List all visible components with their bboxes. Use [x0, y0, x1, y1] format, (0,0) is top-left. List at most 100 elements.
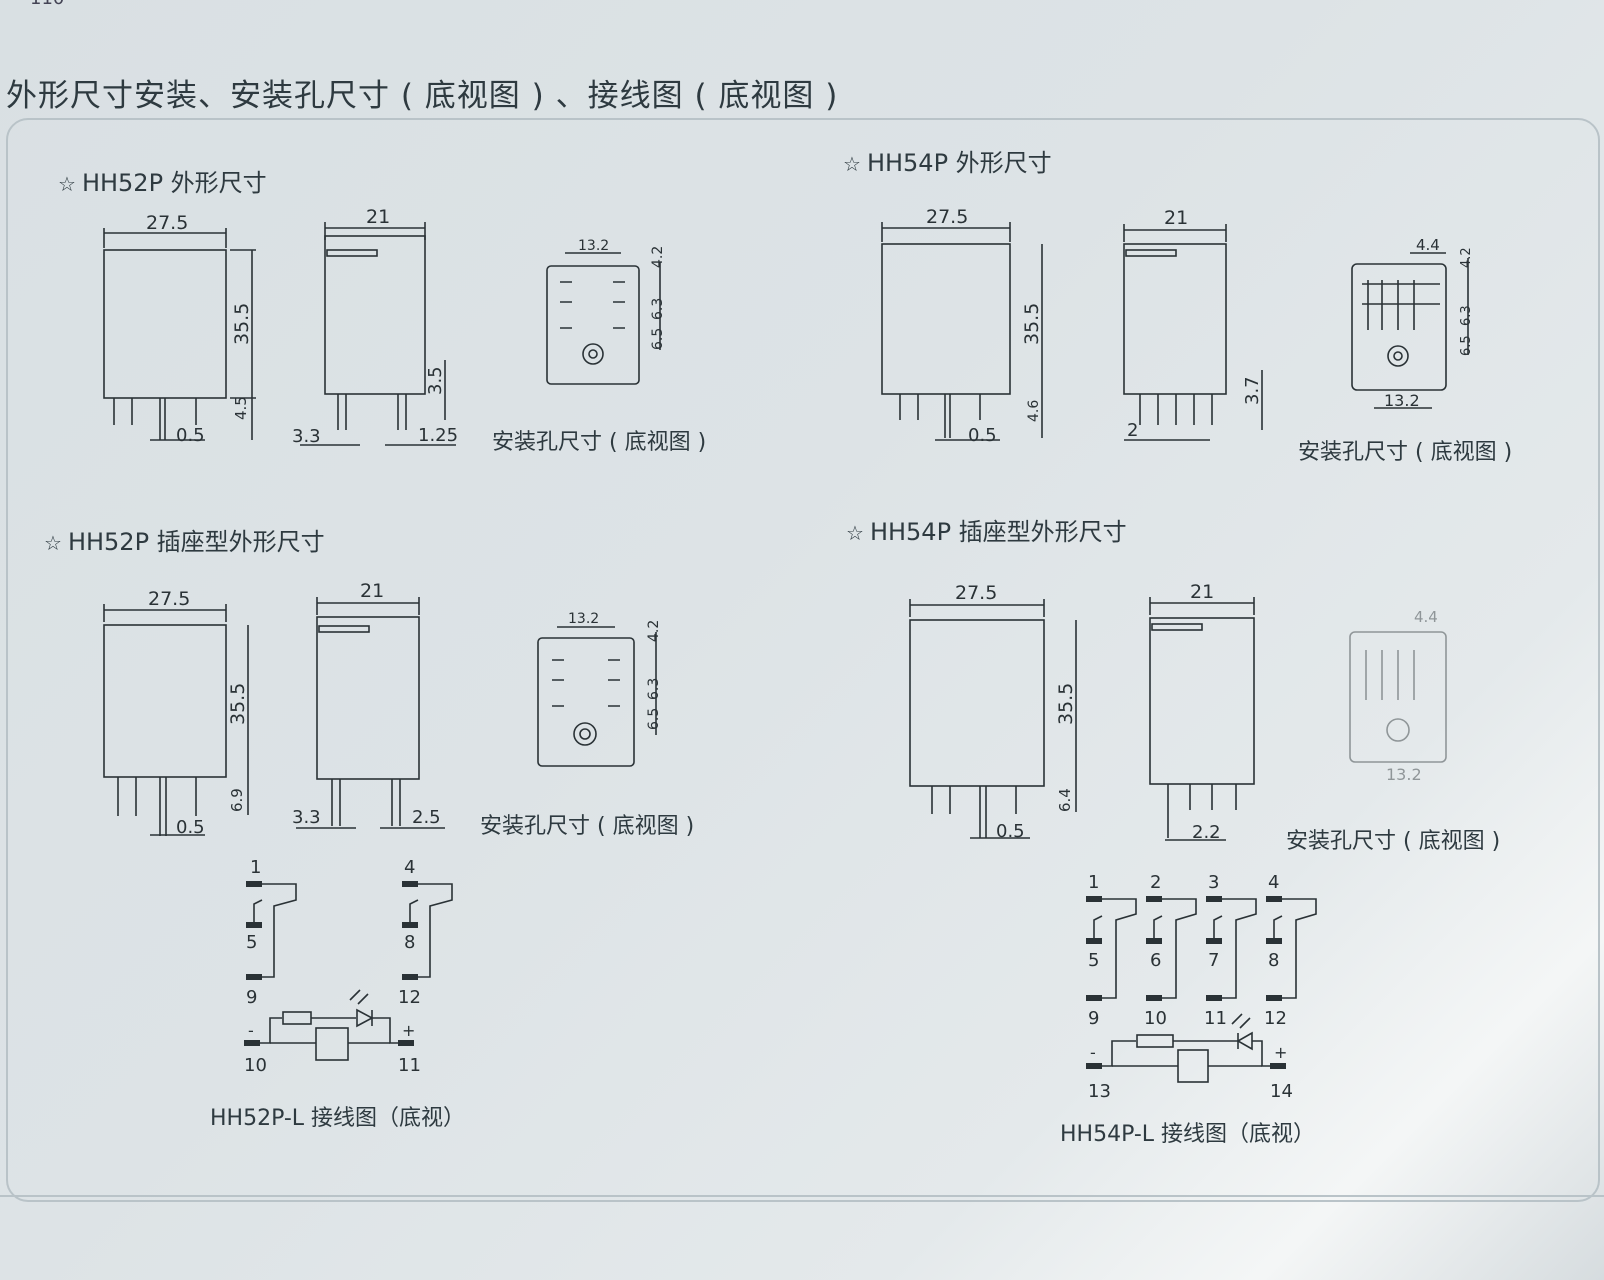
pin-label: 1	[1088, 872, 1099, 893]
hh54p-mount-view: 4.4 4.2 6.3 6.5 13.2	[1351, 236, 1474, 410]
dim-label: 2	[1127, 420, 1138, 441]
pin-label: 14	[1270, 1081, 1293, 1102]
dim-label: 4.2	[650, 246, 666, 268]
pin-label: 11	[398, 1055, 421, 1076]
section-title-hh52p-socket: HH52P 插座型外形尺寸	[67, 528, 325, 556]
dim-label: 0.5	[176, 425, 205, 446]
pin-label: 4	[1268, 872, 1279, 893]
hh52p-side-view: 21 3.5 3.3 1.25	[292, 206, 458, 447]
dim-label: 13.2	[1384, 391, 1420, 410]
dim-label: 35.5	[227, 683, 249, 725]
section-hh54p-socket: ☆HH54P 插座型外形尺寸	[846, 512, 1127, 547]
dim-label: 21	[360, 580, 384, 602]
star-icon: ☆	[846, 521, 864, 545]
hh52p-socket-side-view: 21 3.3 2.5	[292, 580, 445, 829]
drawing-panel	[6, 118, 1600, 1202]
dim-label: 13.2	[568, 611, 599, 627]
polarity-label: -	[248, 1021, 254, 1040]
bottom-rule	[0, 1195, 1604, 1197]
polarity-label: -	[1090, 1043, 1096, 1062]
mount-caption-hh54p-socket: 安装孔尺寸 ( 底视图 )	[1286, 829, 1501, 854]
mount-caption-hh52p: 安装孔尺寸 ( 底视图 )	[492, 430, 707, 455]
page-title: 外形尺寸安装、安装孔尺寸 ( 底视图 ) 、接线图 ( 底视图 )	[6, 78, 839, 114]
pin-label: 10	[244, 1055, 267, 1076]
mount-caption-hh54p: 安装孔尺寸 ( 底视图 )	[1298, 440, 1513, 465]
star-icon: ☆	[58, 172, 76, 196]
section-hh52p-socket: ☆HH52P 插座型外形尺寸	[44, 522, 325, 557]
dim-label: 6.5	[650, 328, 666, 350]
pin-label: 5	[246, 932, 257, 953]
dim-label: 6.3	[650, 298, 666, 320]
star-icon: ☆	[44, 531, 62, 555]
hh54p-socket-side-view: 21 2.2	[1149, 581, 1255, 843]
hh52p-socket-front-view: 27.5 35.5 6.9 0.5	[103, 588, 249, 838]
dim-label: 3.5	[425, 366, 446, 395]
pin-label: 3	[1208, 872, 1219, 893]
dim-label: 4.2	[646, 620, 662, 642]
dim-label: 6.4	[1056, 788, 1074, 812]
hh54p-front-view: 27.5 35.5 4.6 0.5	[881, 206, 1043, 446]
section-hh54p: ☆HH54P 外形尺寸	[843, 143, 1052, 178]
dim-label: 6.9	[228, 788, 246, 812]
pin-label: 7	[1208, 950, 1219, 971]
pin-label: 8	[404, 932, 415, 953]
dim-label: 35.5	[1055, 683, 1077, 725]
hh54p-socket-front-view: 27.5 35.5 6.4 0.5	[909, 582, 1077, 842]
hh54p-wiring-diagram: 1 2 3 4 5 6 7 8 9 10 11 12 13 14 - +	[1086, 872, 1317, 1102]
dim-label: 6.5	[646, 708, 662, 730]
hh54p-side-view: 21 3.7 2	[1123, 207, 1263, 441]
pin-label: 12	[398, 987, 421, 1008]
dim-label: 21	[366, 206, 390, 228]
dim-label: 13.2	[578, 238, 609, 254]
dim-label: 2.5	[412, 807, 441, 828]
mount-caption-hh52p-socket: 安装孔尺寸 ( 底视图 )	[480, 814, 695, 839]
dim-label: 35.5	[231, 303, 253, 345]
polarity-label: +	[402, 1021, 415, 1040]
pin-label: 1	[250, 857, 261, 878]
pin-label: 8	[1268, 950, 1279, 971]
dim-label: 13.2	[1386, 765, 1422, 784]
pin-label: 6	[1150, 950, 1161, 971]
pin-label: 9	[246, 987, 257, 1008]
dim-label: 6.3	[646, 678, 662, 700]
dim-label: 27.5	[926, 206, 968, 228]
dim-label: 21	[1190, 581, 1214, 603]
section-title-hh52p: HH52P 外形尺寸	[81, 169, 267, 197]
led-icon	[1236, 1031, 1253, 1051]
page-number: 110	[30, 0, 64, 9]
dim-label: 3.3	[292, 426, 321, 447]
hh54p-socket-mount-view: 13.2 4.4	[1349, 608, 1447, 784]
dim-label: 0.5	[176, 817, 205, 838]
pin-label: 10	[1144, 1008, 1167, 1029]
section-title-hh54p-socket: HH54P 插座型外形尺寸	[869, 518, 1127, 546]
hh52p-mount-view: 13.2 4.2 6.3 6.5	[546, 238, 666, 385]
dim-label: 4.4	[1416, 236, 1440, 254]
pin-label: 13	[1088, 1081, 1111, 1102]
coil-icon	[1177, 1049, 1209, 1083]
dim-label: 6.3	[1459, 305, 1474, 326]
dim-label: 3.7	[1242, 376, 1263, 405]
pin-label: 4	[404, 857, 415, 878]
dim-label: 27.5	[955, 582, 997, 604]
hh52p-socket-mount-view: 13.2 4.2 6.3 6.5	[537, 611, 662, 767]
resistor-icon	[282, 1011, 312, 1025]
pin-label: 5	[1088, 950, 1099, 971]
polarity-label: +	[1274, 1043, 1287, 1062]
dim-label: 1.25	[418, 425, 458, 446]
dim-label: 0.5	[996, 821, 1025, 842]
dim-label: 0.5	[968, 425, 997, 446]
dim-label: 4.6	[1026, 400, 1042, 422]
section-hh52p: ☆HH52P 外形尺寸	[58, 163, 267, 198]
dim-label: 35.5	[1021, 303, 1043, 345]
dim-label: 3.3	[292, 807, 321, 828]
dim-label: 4.5	[232, 396, 250, 420]
hh52p-front-view: 27.5 35.5 4.5 0.5	[103, 212, 256, 446]
pin-label: 2	[1150, 872, 1161, 893]
hh52p-wiring-diagram: 1 5 9 4 8 12 10 11 - +	[244, 857, 453, 1076]
dim-label: 27.5	[146, 212, 188, 234]
pin-label: 9	[1088, 1008, 1099, 1029]
dim-label: 27.5	[148, 588, 190, 610]
dim-label: 2.2	[1192, 822, 1221, 843]
